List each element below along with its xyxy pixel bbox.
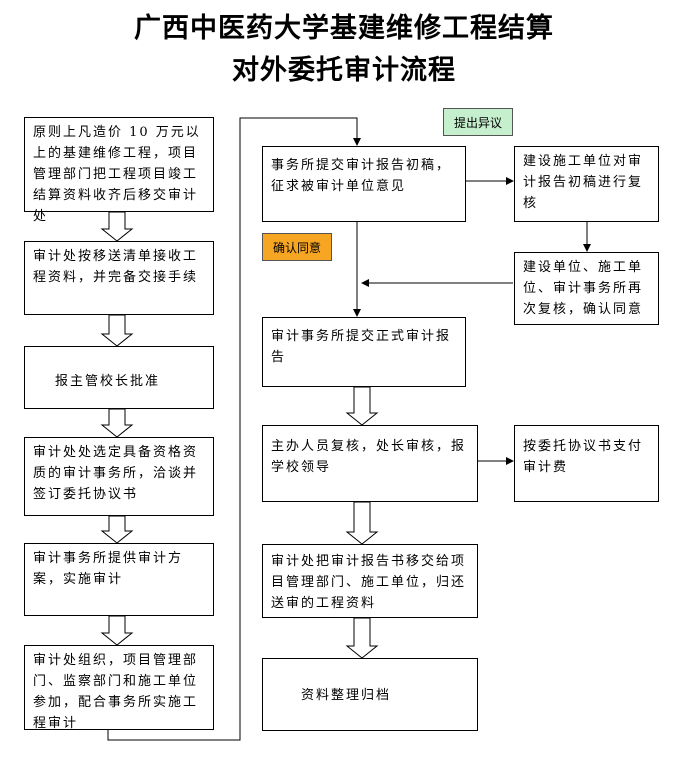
block-arrow-7 [345,501,379,545]
block-arrow-5 [100,615,134,646]
block-arrow-4 [100,515,134,544]
middle-step-4: 审计处把审计报告书移交给项目管理部门、施工单位，归还送审的工程资料 [262,544,478,618]
left-step-2: 审计处按移送清单接收工程资料，并完备交接手续 [24,241,214,315]
block-arrow-2 [100,314,134,347]
right-step-1: 建设施工单位对审计报告初稿进行复核 [514,146,659,222]
left-step-1: 原则上凡造价 10 万元以上的基建维修工程，项目管理部门把工程项目竣工结算资料收… [24,117,214,224]
right-step-2: 建设单位、施工单位、审计事务所再次复核，确认同意 [514,252,659,325]
middle-step-1: 事务所提交审计报告初稿，征求被审计单位意见 [262,146,466,222]
middle-step-5: 资料整理归档 [262,658,478,731]
left-step-6: 审计处组织，项目管理部门、监察部门和施工单位参加，配合事务所实施工程审计 [24,645,214,731]
block-arrow-3 [100,408,134,438]
left-step-4: 审计处处选定具备资格资质的审计事务所，洽谈并签订委托协议书 [24,437,214,516]
block-arrow-6 [345,386,379,426]
left-step-5: 审计事务所提供审计方案，实施审计 [24,543,214,616]
objection-tag: 提出异议 [443,108,513,136]
agree-tag: 确认同意 [262,233,332,261]
middle-step-2: 审计事务所提交正式审计报告 [262,317,466,387]
middle-step-3: 主办人员复核，处长审核，报学校领导 [262,425,478,502]
block-arrow-8 [345,617,379,659]
connector-loop-left-to-middle [107,117,361,741]
left-step-3: 报主管校长批准 [24,346,214,409]
diagram-title-line2: 对外委托审计流程 [232,55,456,86]
block-arrow-1 [100,211,134,242]
diagram-title-line1: 广西中医药大学基建维修工程结算 [134,13,554,44]
right-step-3: 按委托协议书支付审计费 [514,425,659,502]
